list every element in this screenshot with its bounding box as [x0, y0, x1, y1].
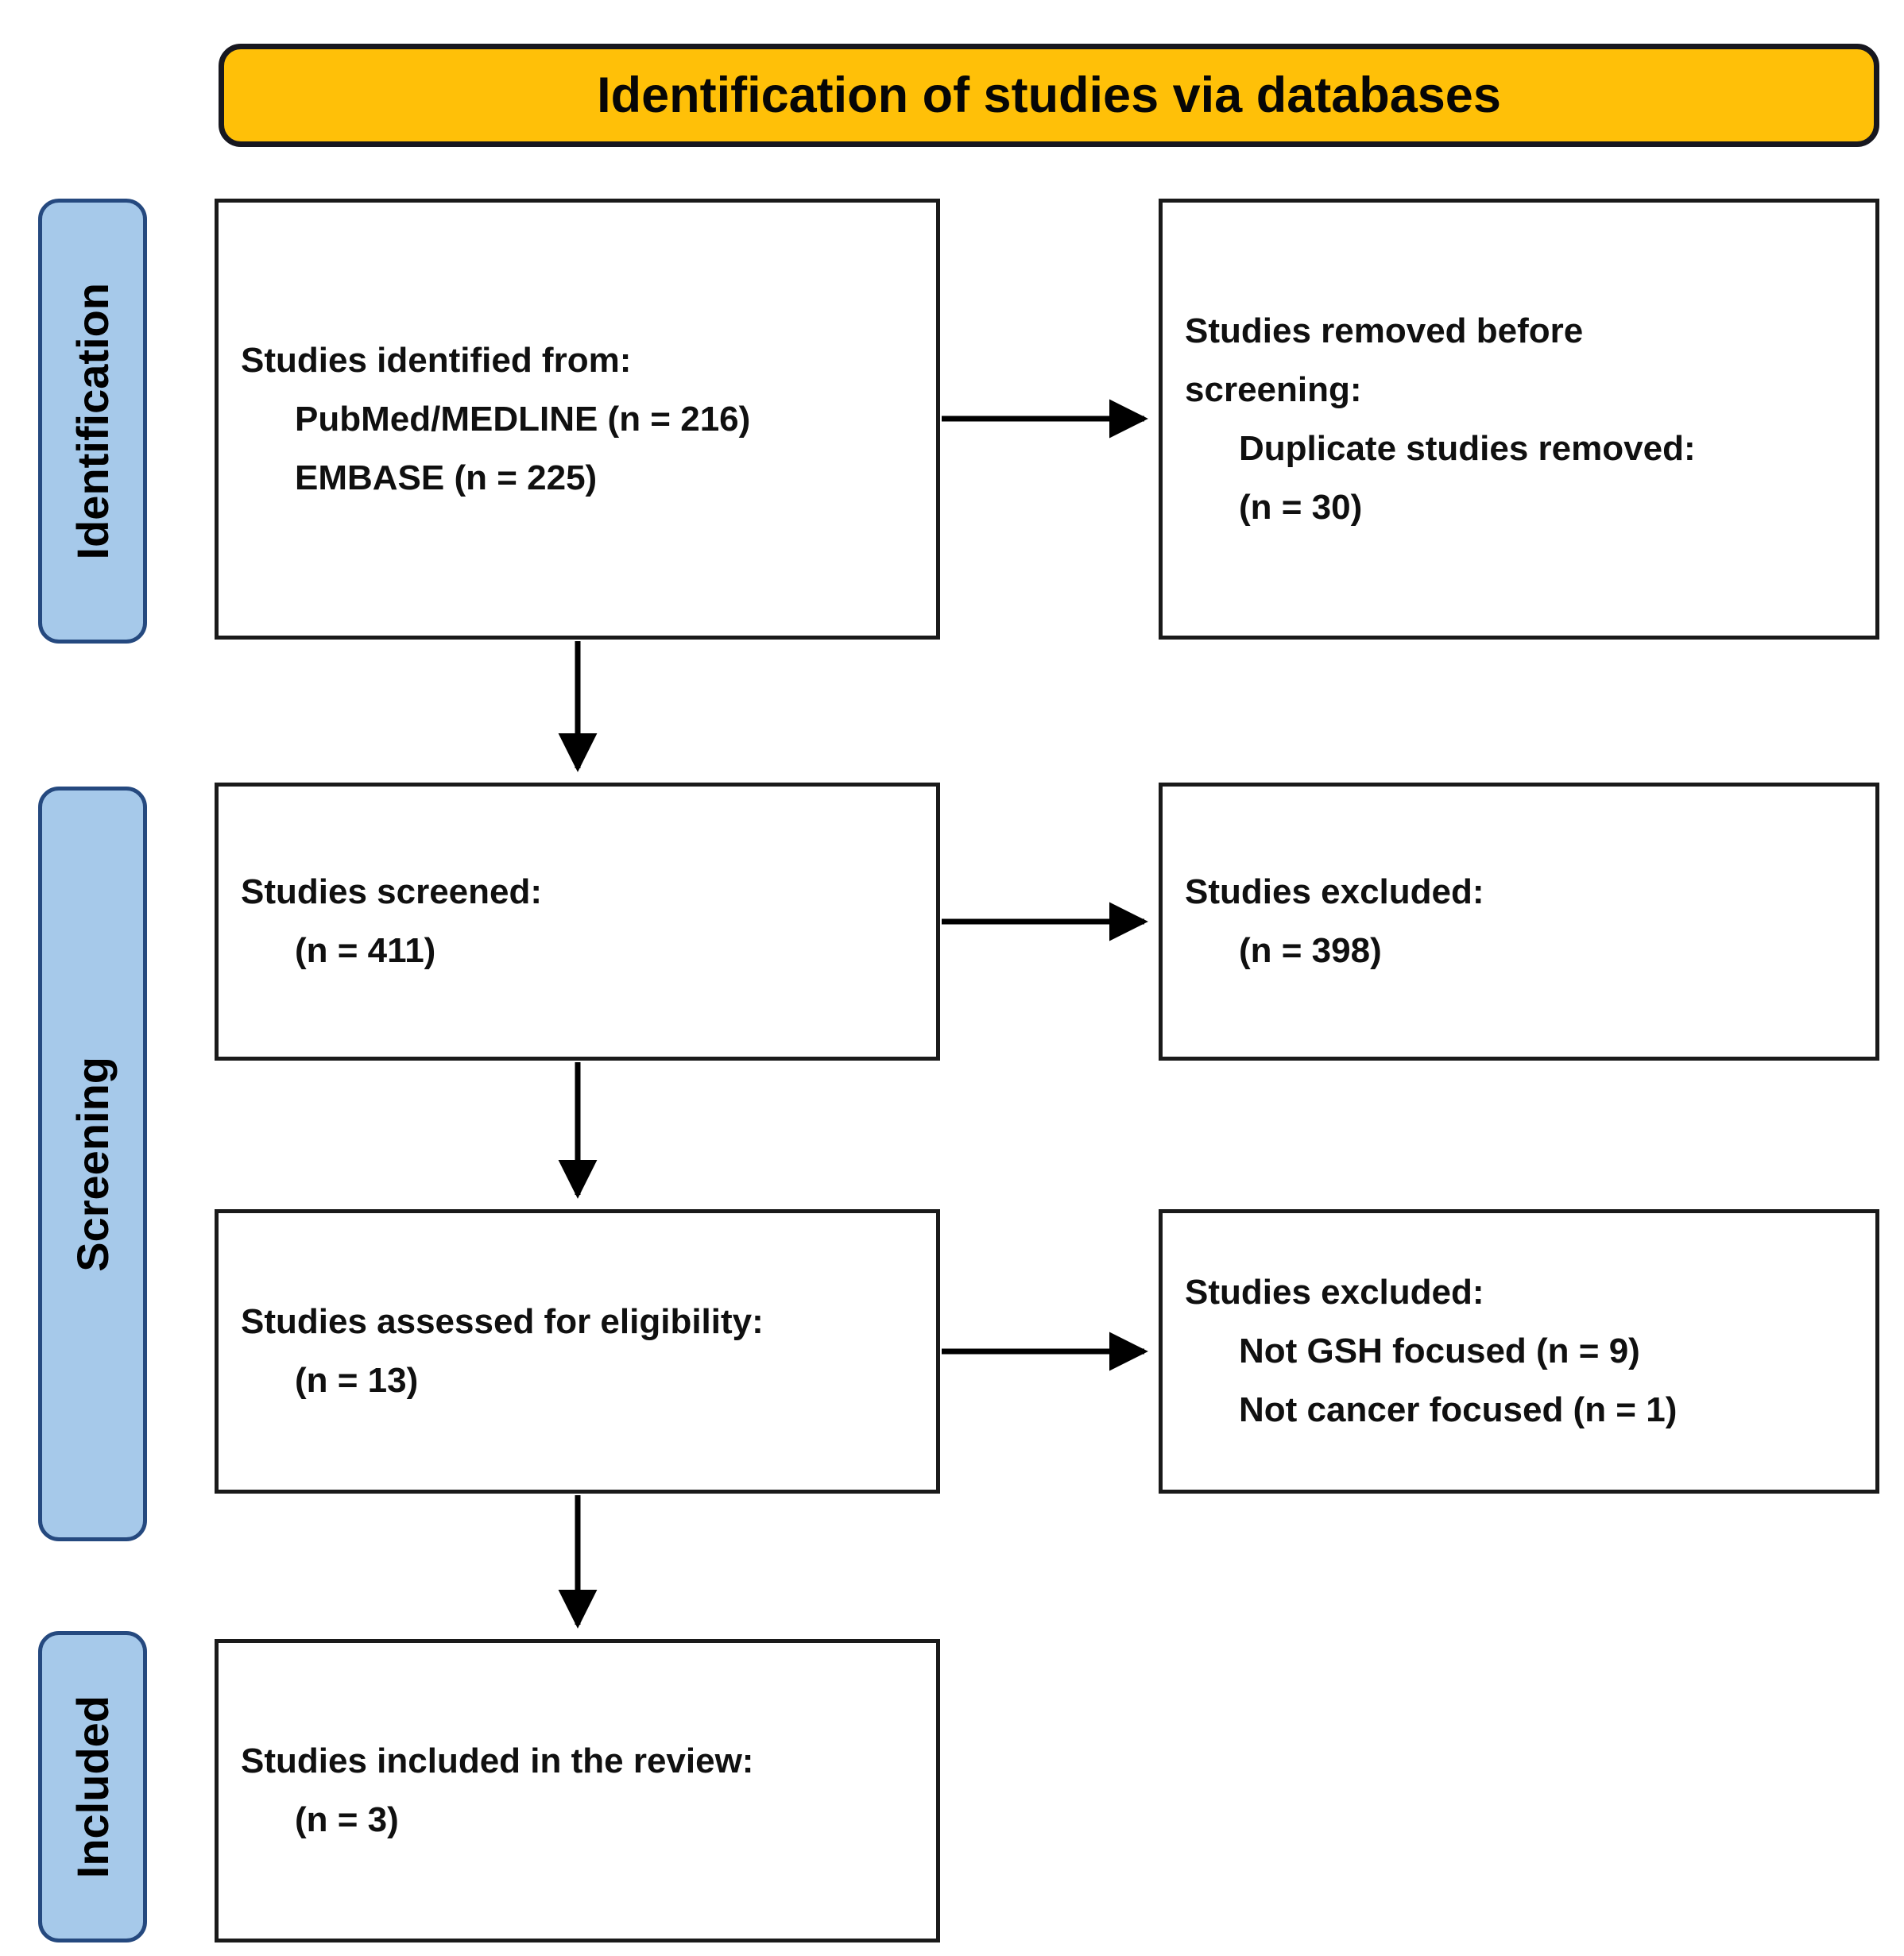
stage-label-screening: Screening — [38, 787, 147, 1541]
box-studies-excluded-screening: Studies excluded: (n = 398) — [1159, 783, 1879, 1061]
box-line: (n = 3) — [295, 1800, 399, 1839]
box-line: Studies identified from: — [241, 340, 632, 380]
box-studies-removed-before-screening: Studies removed before screening: Duplic… — [1159, 199, 1879, 640]
box-studies-excluded-eligibility: Studies excluded: Not GSH focused (n = 9… — [1159, 1209, 1879, 1494]
box-line: (n = 398) — [1239, 931, 1382, 970]
box-line: Not cancer focused (n = 1) — [1239, 1390, 1678, 1429]
box-line: Studies excluded: — [1185, 872, 1484, 911]
box-line: EMBASE (n = 225) — [295, 458, 598, 497]
box-line: screening: — [1185, 369, 1362, 409]
box-line: Not GSH focused (n = 9) — [1239, 1332, 1640, 1370]
box-line: (n = 411) — [295, 931, 436, 970]
box-studies-identified: Studies identified from: PubMed/MEDLINE … — [215, 199, 940, 640]
box-studies-included-review: Studies included in the review: (n = 3) — [215, 1639, 940, 1942]
box-line: PubMed/MEDLINE (n = 216) — [295, 399, 751, 439]
stage-label-screening-text: Screening — [68, 1056, 118, 1272]
box-line: Studies included in the review: — [241, 1741, 754, 1780]
stage-label-identification: Identification — [38, 199, 147, 644]
box-line: Studies removed before — [1185, 311, 1584, 350]
box-studies-assessed-eligibility: Studies assessed for eligibility: (n = 1… — [215, 1209, 940, 1494]
box-line: Studies excluded: — [1185, 1273, 1484, 1312]
box-line: Studies assessed for eligibility: — [241, 1302, 764, 1341]
stage-label-included: Included — [38, 1631, 147, 1942]
box-line: Studies screened: — [241, 872, 543, 911]
box-line: (n = 13) — [295, 1361, 419, 1400]
stage-label-identification-text: Identification — [68, 282, 118, 560]
stage-label-included-text: Included — [68, 1695, 118, 1879]
header-banner: Identification of studies via databases — [219, 44, 1879, 147]
header-title: Identification of studies via databases — [597, 68, 1501, 123]
box-line: (n = 30) — [1239, 487, 1363, 527]
box-studies-screened: Studies screened: (n = 411) — [215, 783, 940, 1061]
box-line: Duplicate studies removed: — [1239, 428, 1696, 468]
